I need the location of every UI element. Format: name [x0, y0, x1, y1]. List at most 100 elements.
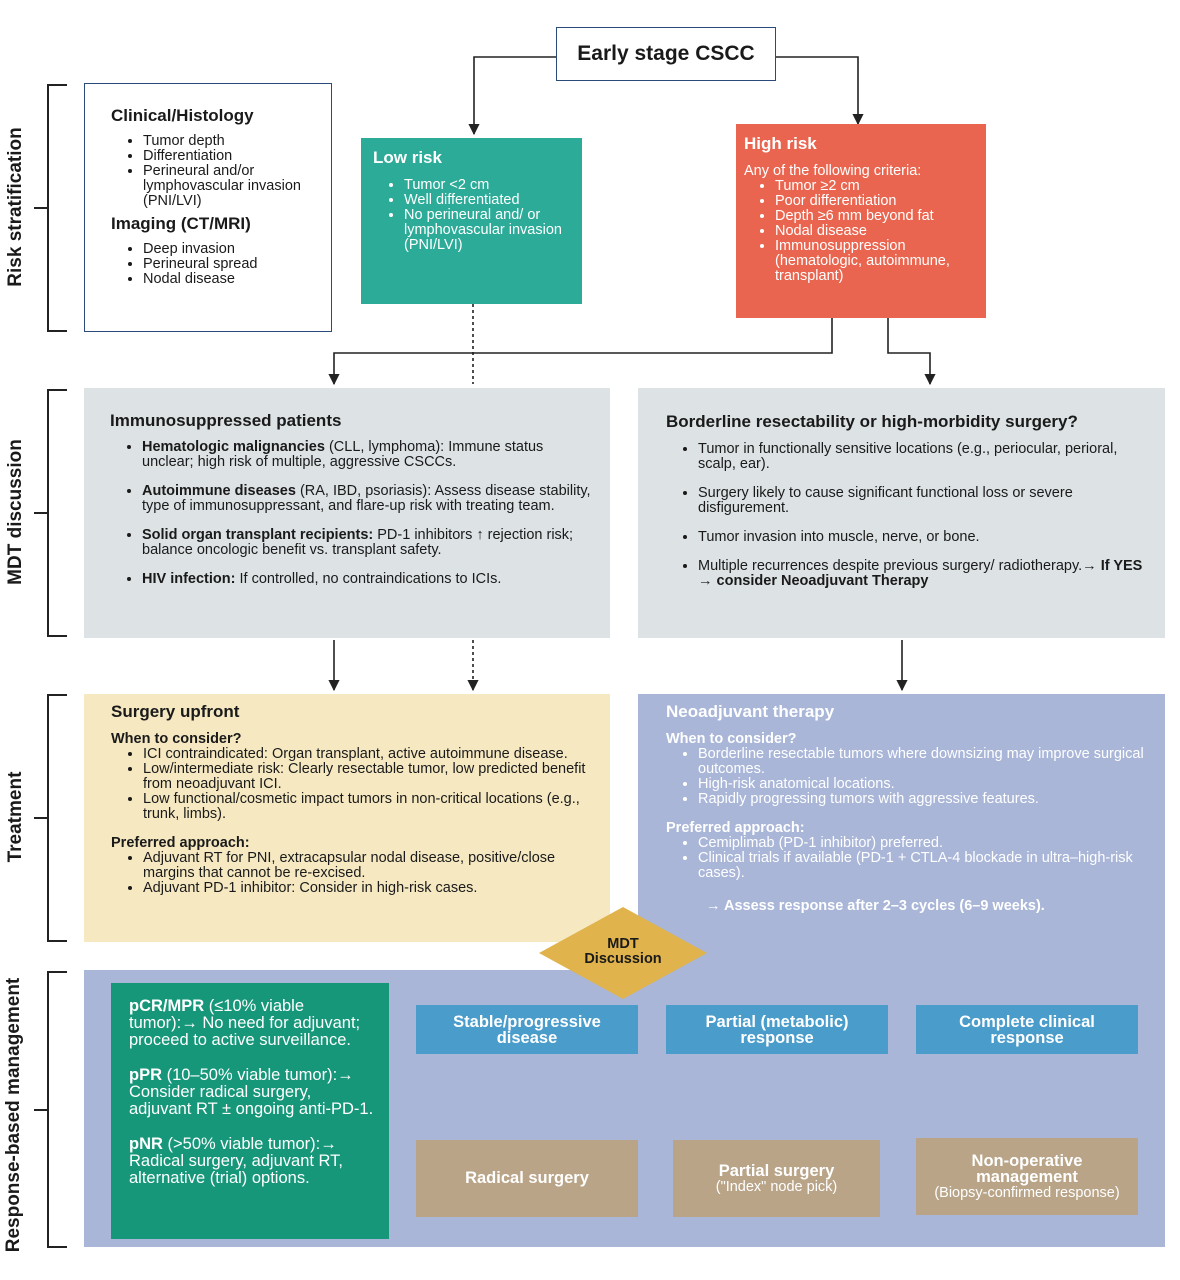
surgery-when-list: ICI contraindicated: Organ transplant, a…: [111, 747, 596, 822]
list-item: Differentiation: [143, 149, 321, 164]
path-item: pNR (>50% viable tumor):→ Radical surger…: [129, 1136, 377, 1187]
item-text: (CLL, lymphoma): Immune status unclear; …: [142, 439, 544, 470]
list-item: Tumor depth: [143, 134, 321, 149]
clinical-histology-box: Clinical/Histology Tumor depth Different…: [84, 83, 332, 332]
response-bracket-tick: [34, 1109, 47, 1111]
treatment-bracket: [47, 694, 67, 942]
mdt-diamond-label: MDT Discussion: [573, 934, 673, 970]
mdt-line1: MDT: [607, 936, 639, 952]
item-text: PD-1 inhibitors ↑ rejection risk; balanc…: [142, 527, 574, 558]
radical-surgery-node: Radical surgery: [416, 1140, 638, 1217]
item-text: If controlled, no contraindications to I…: [235, 571, 502, 587]
partial-label: Partial (metabolic) response: [705, 1012, 849, 1047]
list-item: High-risk anatomical locations.: [698, 777, 1151, 792]
risk-bracket: [47, 84, 67, 332]
list-item: Autoimmune diseases (RA, IBD, psoriasis)…: [142, 484, 596, 514]
list-item: Well differentiated: [404, 193, 572, 208]
stable-label: Stable/progressive disease: [453, 1012, 601, 1047]
path-bold: pCR/MPR: [129, 997, 205, 1015]
neo-pref-heading: Preferred approach:: [666, 820, 805, 836]
list-item: Tumor in functionally sensitive location…: [698, 442, 1151, 472]
list-item: Tumor invasion into muscle, nerve, or bo…: [698, 530, 1151, 545]
pathology-box: pCR/MPR (≤10% viable tumor):→ No need fo…: [111, 983, 389, 1239]
partial-surgery-label: Partial surgery: [718, 1161, 835, 1180]
risk-stratification-label: Risk stratification: [5, 127, 26, 287]
arrow-title-to-low-risk: [468, 56, 556, 136]
treatment-label: Treatment: [5, 771, 26, 863]
partial-surgery-sub: ("Index" node pick): [715, 1178, 838, 1195]
item-text: Multiple recurrences despite previous su…: [698, 558, 1083, 574]
list-item: No perineural and/ or lymphovascular inv…: [404, 208, 572, 253]
mdt-bracket: [47, 389, 67, 637]
path-item: pCR/MPR (≤10% viable tumor):→ No need fo…: [129, 998, 377, 1049]
path-item: pPR (10–50% viable tumor):→ Consider rad…: [129, 1067, 377, 1118]
arrow-high-to-immuno: [328, 318, 833, 386]
neo-when-list: Borderline resectable tumors where downs…: [666, 747, 1151, 807]
risk-bracket-tick: [34, 207, 47, 209]
list-item: Clinical trials if available (PD-1 + CTL…: [698, 851, 1151, 881]
partial-response-node: Partial (metabolic) response: [666, 1005, 888, 1054]
complete-response-node: Complete clinical response: [916, 1005, 1138, 1054]
mdt-line2: Discussion: [584, 951, 662, 967]
list-item: Surgery likely to cause significant func…: [698, 486, 1151, 516]
high-risk-intro: Any of the following criteria:: [744, 163, 922, 179]
list-item: Adjuvant RT for PNI, extracapsular nodal…: [143, 851, 596, 881]
neo-heading: Neoadjuvant therapy: [666, 702, 835, 721]
surgery-heading: Surgery upfront: [111, 702, 240, 721]
list-item: Solid organ transplant recipients: PD-1 …: [142, 528, 596, 558]
list-item: Perineural spread: [143, 257, 321, 272]
partial-surgery-node: Partial surgery ("Index" node pick): [673, 1140, 880, 1217]
imaging-heading: Imaging (CT/MRI): [111, 214, 251, 233]
low-risk-list: Tumor <2 cm Well differentiated No perin…: [373, 178, 572, 253]
item-bold: HIV infection:: [142, 571, 236, 587]
list-item: Multiple recurrences despite previous su…: [698, 559, 1151, 589]
list-item: Rapidly progressing tumors with aggressi…: [698, 792, 1151, 807]
response-bracket: [47, 971, 67, 1248]
path-bold: pNR: [129, 1135, 163, 1153]
list-item: Low functional/cosmetic impact tumors in…: [143, 792, 596, 822]
item-bold: Hematologic malignancies: [142, 439, 325, 455]
path-text: (>50% viable tumor):→ Radical surgery, a…: [129, 1135, 343, 1187]
neo-when-heading: When to consider?: [666, 731, 797, 747]
high-risk-list: Tumor ≥2 cm Poor differentiation Depth ≥…: [744, 179, 976, 284]
list-item: Hematologic malignancies (CLL, lymphoma)…: [142, 440, 596, 470]
borderline-box: Borderline resectability or high-morbidi…: [638, 388, 1165, 638]
nonop-label: Non-operative management: [971, 1151, 1083, 1186]
list-item: Tumor ≥2 cm: [775, 179, 976, 194]
item-bold: Autoimmune diseases: [142, 483, 296, 499]
mdt-bracket-tick: [34, 512, 47, 514]
mdt-diamond: [539, 907, 707, 999]
low-risk-heading: Low risk: [373, 148, 442, 167]
list-item: Immunosuppression (hematologic, autoimmu…: [775, 239, 976, 284]
list-item: Cemiplimab (PD-1 inhibitor) preferred.: [698, 836, 1151, 851]
list-item: Borderline resectable tumors where downs…: [698, 747, 1151, 777]
list-item: Perineural and/or lymphovascular invasio…: [143, 164, 321, 209]
path-text: (≤10% viable tumor):→ No need for adjuva…: [129, 997, 361, 1049]
nonop-sub: (Biopsy-confirmed response): [934, 1184, 1120, 1201]
response-management-label: Response-based management: [3, 977, 24, 1253]
surgery-pref-heading: Preferred approach:: [111, 835, 250, 851]
item-text: (RA, IBD, psoriasis): Assess disease sta…: [142, 483, 591, 514]
path-text: (10–50% viable tumor):→ Consider radical…: [129, 1066, 374, 1118]
stable-progressive-node: Stable/progressive disease: [416, 1005, 638, 1054]
immuno-heading: Immunosuppressed patients: [110, 411, 342, 430]
immuno-list: Hematologic malignancies (CLL, lymphoma)…: [110, 440, 596, 587]
low-risk-box: Low risk Tumor <2 cm Well differentiated…: [361, 138, 582, 304]
surgery-upfront-box: Surgery upfront When to consider? ICI co…: [84, 694, 610, 942]
path-bold: pPR: [129, 1066, 162, 1084]
page-title: Early stage CSCC: [577, 42, 755, 65]
high-risk-box: High risk Any of the following criteria:…: [736, 124, 986, 318]
imaging-list: Deep invasion Perineural spread Nodal di…: [111, 242, 321, 287]
list-item: Nodal disease: [775, 224, 976, 239]
list-item: HIV infection: If controlled, no contrai…: [142, 572, 596, 587]
arrow-title-to-high-risk: [776, 56, 864, 126]
borderline-list: Tumor in functionally sensitive location…: [666, 442, 1151, 589]
complete-label: Complete clinical response: [959, 1012, 1095, 1047]
high-risk-heading: High risk: [744, 134, 817, 153]
item-bold: → If YES → consider Neoadjuvant Therapy: [698, 558, 1143, 589]
list-item: Nodal disease: [143, 272, 321, 287]
treatment-bracket-tick: [34, 817, 47, 819]
list-item: ICI contraindicated: Organ transplant, a…: [143, 747, 596, 762]
list-item: Adjuvant PD-1 inhibitor: Consider in hig…: [143, 881, 596, 896]
borderline-heading: Borderline resectability or high-morbidi…: [666, 412, 1078, 431]
